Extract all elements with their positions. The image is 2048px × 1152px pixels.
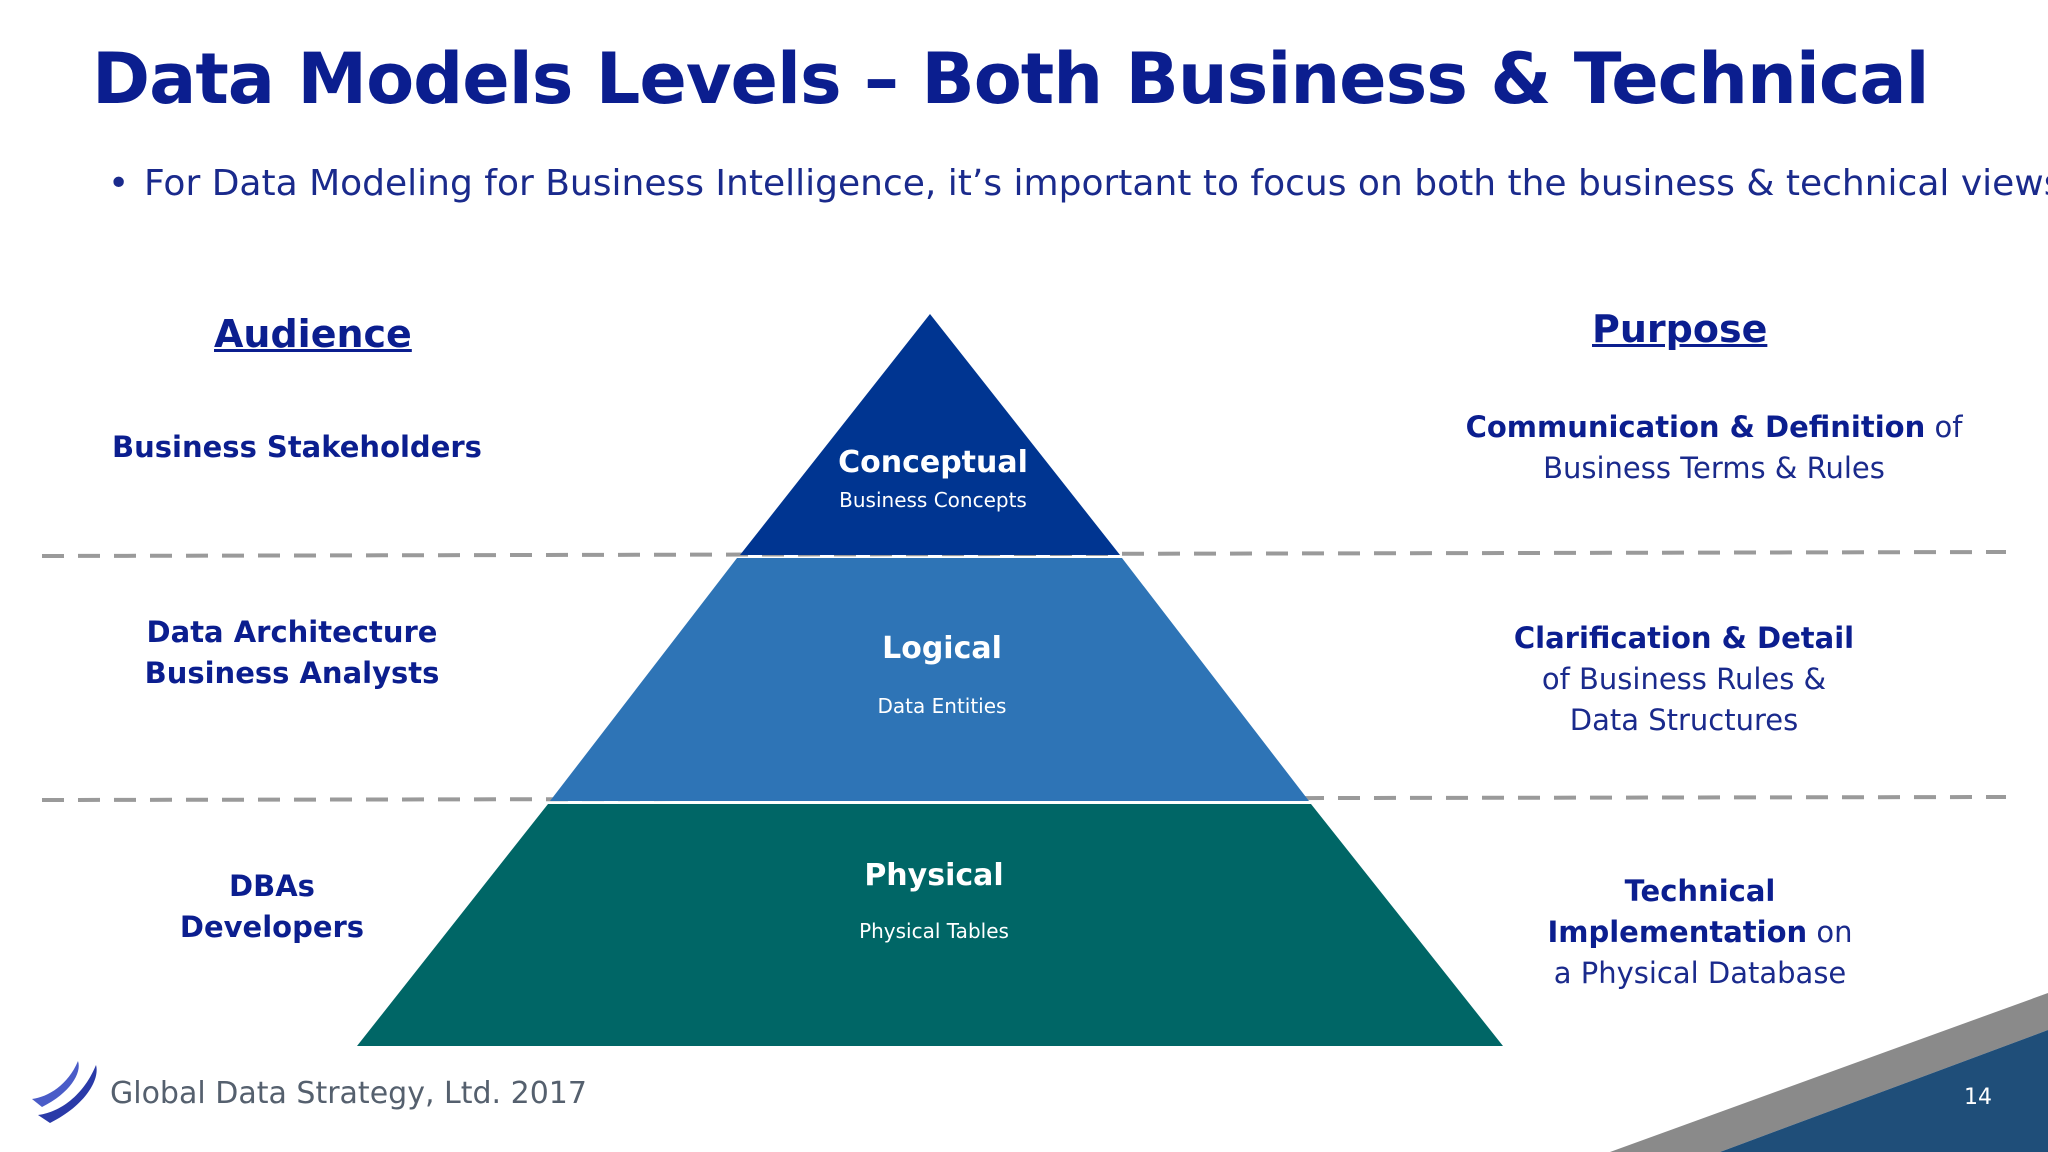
purpose-bold: Technical [1624, 874, 1776, 908]
audience-physical: DBAs Developers [52, 866, 492, 948]
purpose-conceptual: Communication & Definition of Business T… [1464, 407, 1964, 489]
pyramid-tier-logical [550, 558, 1309, 801]
level-name: Physical [864, 858, 1004, 893]
audience-conceptual: Business Stakeholders [77, 427, 517, 468]
purpose-line: of Business Rules & [1541, 662, 1827, 696]
purpose-header: Purpose [1592, 307, 1768, 351]
corner-stripe-grey [1610, 993, 2048, 1152]
level-name: Logical [882, 631, 1002, 666]
company-logo-icon [32, 1061, 97, 1123]
level-label-physical: Physical Physical Tables [754, 858, 1114, 943]
purpose-bold: Clarification & Detail [1513, 621, 1855, 655]
level-subtitle: Data Entities [877, 694, 1007, 718]
purpose-line: Data Structures [1569, 703, 1799, 737]
pyramid-tier-conceptual [740, 314, 1120, 555]
audience-logical: Data Architecture Business Analysts [72, 612, 512, 694]
purpose-physical: Technical Implementation on a Physical D… [1450, 871, 1950, 994]
bullet-text: For Data Modeling for Business Intellige… [144, 163, 2048, 204]
level-subtitle: Physical Tables [859, 919, 1009, 943]
purpose-bold: Implementation [1547, 915, 1808, 949]
corner-stripe-blue [1720, 1030, 2048, 1152]
slide-title: Data Models Levels – Both Business & Tec… [92, 38, 1930, 120]
level-label-logical: Logical Data Entities [762, 631, 1122, 718]
purpose-bold: Communication & Definition [1465, 410, 1926, 444]
audience-line: Developers [179, 910, 365, 944]
audience-line: DBAs [229, 869, 315, 903]
purpose-line: Business Terms & Rules [1543, 451, 1885, 485]
footer-text: Global Data Strategy, Ltd. 2017 [110, 1076, 587, 1111]
purpose-inline: of [1925, 410, 1963, 444]
audience-line: Business Stakeholders [112, 430, 482, 464]
pyramid-tier-physical [357, 804, 1503, 1046]
audience-header: Audience [214, 312, 412, 356]
purpose-line: a Physical Database [1553, 956, 1847, 990]
level-name: Conceptual [838, 445, 1028, 480]
bullet-icon: • [108, 163, 130, 204]
level-subtitle: Business Concepts [839, 488, 1027, 512]
page-number: 14 [1964, 1085, 1992, 1110]
purpose-logical: Clarification & Detail of Business Rules… [1434, 618, 1934, 741]
purpose-inline: on [1807, 915, 1853, 949]
audience-line: Data Architecture [146, 615, 438, 649]
level-label-conceptual: Conceptual Business Concepts [753, 445, 1113, 512]
audience-line: Business Analysts [144, 656, 440, 690]
